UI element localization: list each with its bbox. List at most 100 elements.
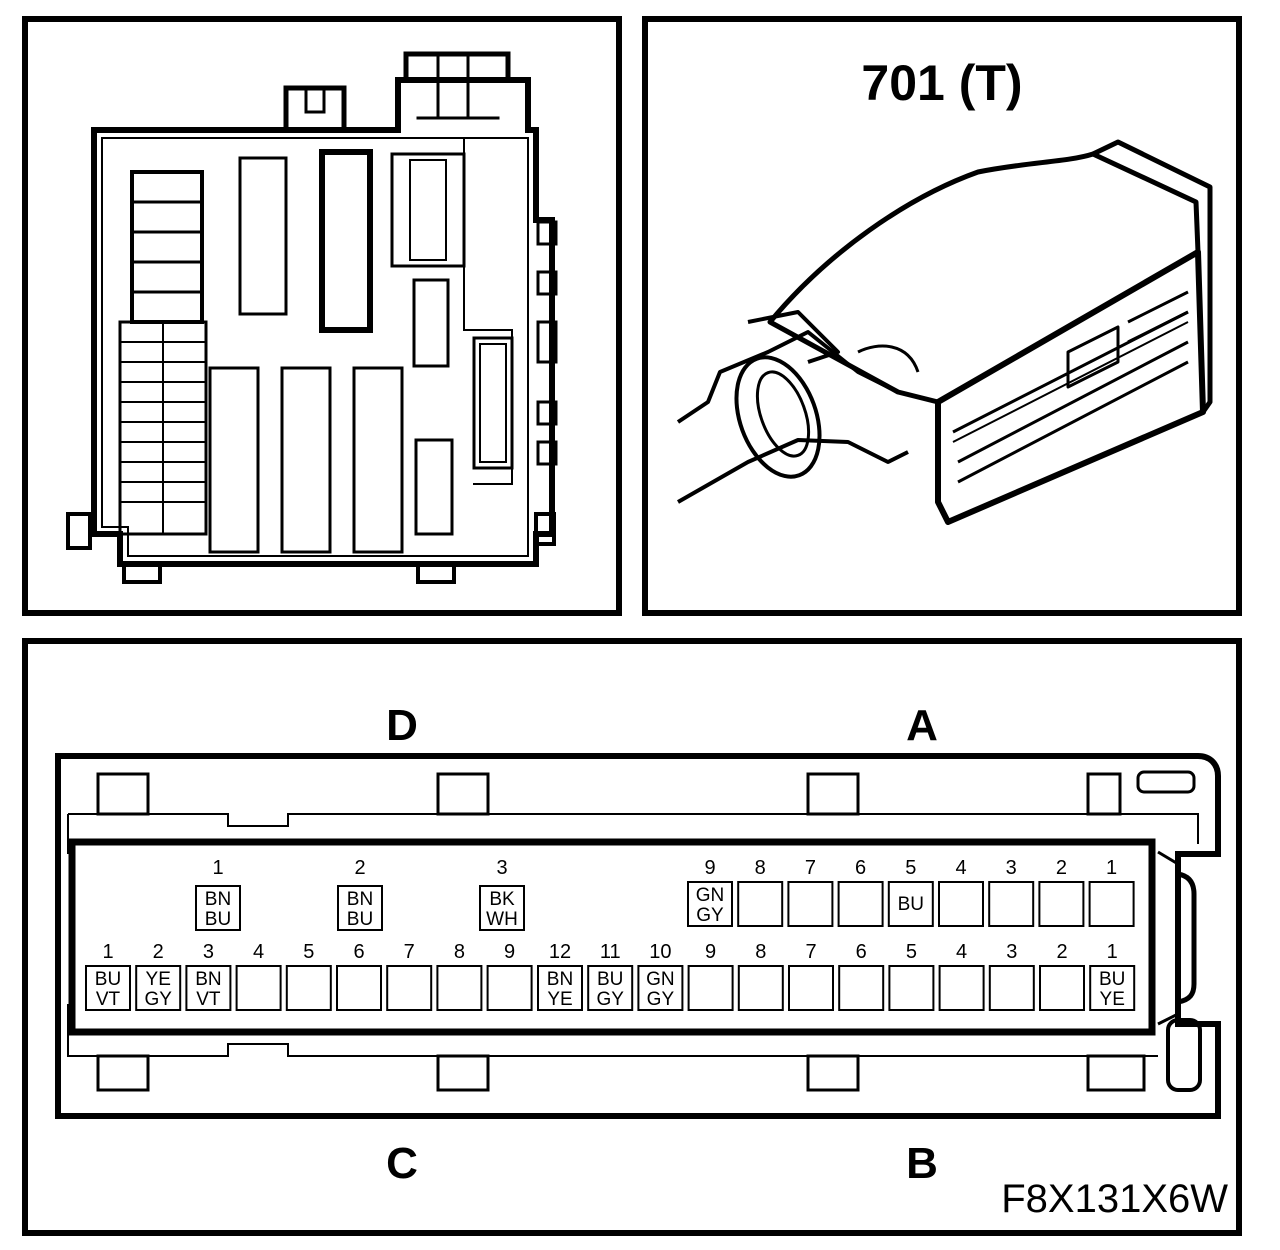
pin-number: 5 (905, 857, 916, 879)
section-label-a: A (906, 701, 938, 750)
pin-number: 9 (504, 941, 515, 963)
section-label-d: D (386, 701, 418, 750)
pin-number: 3 (496, 857, 507, 879)
section-label-b: B (906, 1139, 938, 1188)
fusebox-panel (22, 16, 622, 616)
pin-C-9: 9 (486, 941, 533, 1011)
wire-color: GN (646, 969, 675, 990)
connector-body (767, 151, 1201, 405)
wire-color: GY (144, 989, 172, 1010)
pin-B-2: 2 (1039, 941, 1085, 1011)
pin-cavity (479, 885, 525, 931)
pin-number: 3 (1006, 857, 1017, 879)
pin-number: 11 (600, 941, 621, 963)
pin-number: 2 (1056, 941, 1067, 963)
connector-outline (55, 753, 1221, 1119)
pin-cavity (235, 965, 282, 1011)
pin-cavity (838, 965, 885, 1011)
pin-number: 7 (404, 941, 415, 963)
connector-view-drawing: 701 (T) (676, 55, 1213, 525)
pin-number: 1 (1106, 857, 1117, 879)
pin-B-6: 6 (838, 941, 885, 1011)
pin-number: 9 (705, 941, 716, 963)
pin-B-8: 8 (737, 941, 784, 1011)
pin-cavity (285, 965, 332, 1011)
pin-A-2: 2 (1038, 857, 1085, 927)
pin-cavity (988, 965, 1035, 1011)
pin-cavity (185, 965, 232, 1011)
pin-cavity (1038, 881, 1085, 927)
pinout-panel: D A C B F8X131X6W (22, 638, 1242, 1236)
wire-color: BU (95, 969, 121, 990)
pin-C-7: 7 (386, 941, 433, 1011)
pin-number: 1 (1107, 941, 1118, 963)
wire-color: BN (547, 969, 573, 990)
pin-number: 4 (253, 941, 264, 963)
wire-color: WH (486, 909, 518, 930)
pin-number: 7 (805, 857, 816, 879)
pin-cavity (537, 965, 583, 1011)
wire-color: GY (647, 989, 675, 1010)
pin-number: 4 (956, 941, 967, 963)
wire-color: BU (898, 894, 924, 915)
pin-B-7: 7 (788, 941, 834, 1011)
pin-C-4: 4 (235, 941, 282, 1011)
wire-color: BN (205, 889, 231, 910)
pin-cavity (938, 881, 984, 927)
pin-B-9: 9 (687, 941, 734, 1011)
wire-color: YE (1100, 989, 1125, 1010)
wire-color: BU (205, 909, 231, 930)
wire-color: BU (1099, 969, 1125, 990)
wire-color: VT (196, 989, 221, 1010)
pin-number: 5 (906, 941, 917, 963)
pin-cavity (938, 965, 985, 1011)
wire-color: GY (596, 989, 624, 1010)
pin-number: 6 (856, 941, 867, 963)
fusebox-drawing (66, 51, 558, 584)
connector-title: 701 (T) (861, 55, 1022, 111)
pin-cavity (737, 965, 784, 1011)
pin-number: 2 (1056, 857, 1067, 879)
pin-number: 12 (549, 941, 571, 963)
pin-cavity (85, 965, 131, 1011)
pin-cavity (837, 881, 884, 927)
wire-color: BN (195, 969, 221, 990)
pin-cavity (887, 881, 934, 927)
pin-cavity (737, 881, 784, 927)
pin-cavity (135, 965, 182, 1011)
wire-color: GY (696, 905, 724, 926)
pinout-drawing: D A C B F8X131X6W (55, 701, 1228, 1221)
pin-cavity (1039, 965, 1085, 1011)
pin-A-6: 6 (837, 857, 884, 927)
pin-B-5: 5 (888, 941, 935, 1011)
fusebox-housing (91, 77, 555, 567)
pin-number: 2 (354, 857, 365, 879)
pin-cavity (337, 885, 383, 931)
pin-number: 4 (955, 857, 966, 879)
pin-C-5: 5 (285, 941, 332, 1011)
pin-number: 8 (454, 941, 465, 963)
wire-color: YE (547, 989, 572, 1010)
wire-color: BU (597, 969, 623, 990)
pin-cavity (386, 965, 433, 1011)
pin-cavity (436, 965, 483, 1011)
wire-color: VT (96, 989, 121, 1010)
pin-cavity (486, 965, 533, 1011)
pin-cavity (336, 965, 382, 1011)
pin-B-3: 3 (988, 941, 1035, 1011)
pin-C-6: 6 (336, 941, 382, 1011)
pin-A-5: 5BU (887, 857, 934, 927)
pin-number: 1 (212, 857, 223, 879)
pin-cavity (1089, 965, 1136, 1011)
pin-number: 8 (755, 941, 766, 963)
pin-number: 3 (1006, 941, 1017, 963)
